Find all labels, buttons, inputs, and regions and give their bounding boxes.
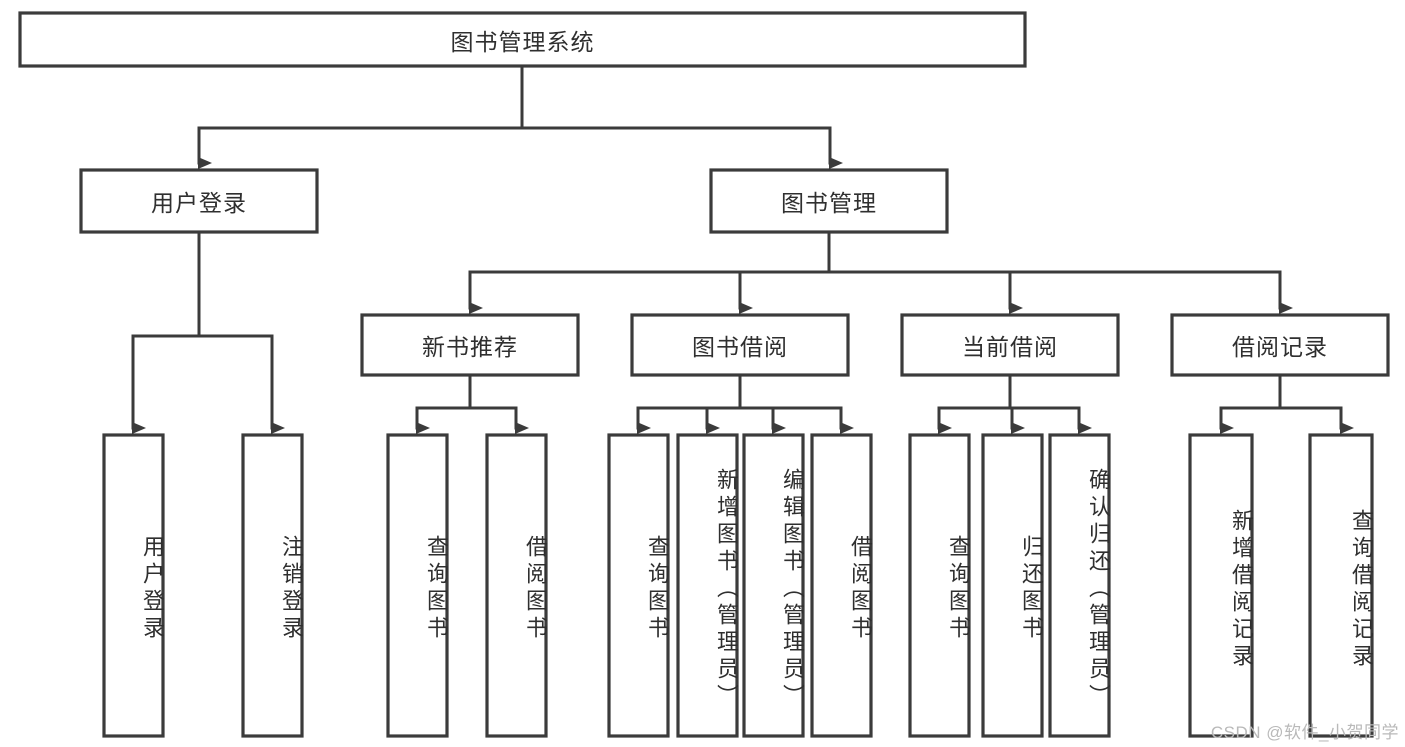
node-box-current-borrow[interactable] — [900, 313, 1120, 377]
node-box-leaf-user-login[interactable] — [102, 433, 165, 738]
node-box-book-borrow[interactable] — [630, 313, 850, 377]
node-box-leaf-query-book-1[interactable] — [386, 433, 449, 738]
node-box-leaf-logout[interactable] — [241, 433, 304, 738]
node-box-user-login[interactable] — [79, 168, 319, 234]
node-box-leaf-edit-book[interactable] — [742, 433, 805, 738]
node-box-leaf-query-book-2[interactable] — [607, 433, 670, 738]
node-box-root[interactable] — [18, 11, 1027, 68]
node-box-leaf-query-record[interactable] — [1308, 433, 1374, 738]
node-box-leaf-return-book[interactable] — [981, 433, 1044, 738]
node-box-borrow-record[interactable] — [1170, 313, 1390, 377]
node-box-leaf-add-record[interactable] — [1188, 433, 1254, 738]
node-box-leaf-borrow-book-2[interactable] — [810, 433, 873, 738]
node-box-leaf-borrow-book-1[interactable] — [485, 433, 548, 738]
node-box-leaf-confirm-return[interactable] — [1048, 433, 1111, 738]
node-box-leaf-add-book[interactable] — [676, 433, 739, 738]
node-box-leaf-query-book-3[interactable] — [908, 433, 971, 738]
node-box-new-book-rec[interactable] — [360, 313, 580, 377]
node-box-book-manage[interactable] — [709, 168, 949, 234]
